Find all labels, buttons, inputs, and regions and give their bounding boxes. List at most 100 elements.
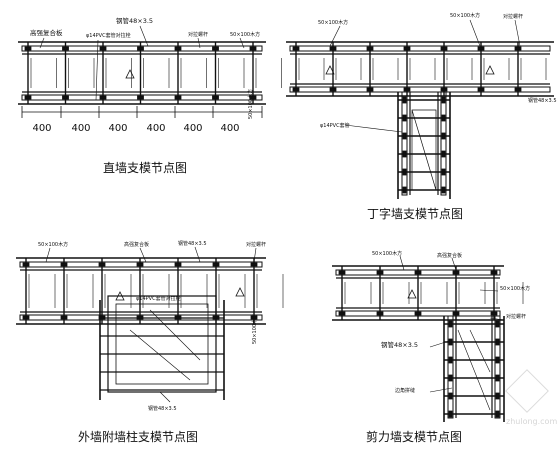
tee-nut <box>440 46 448 51</box>
tee-stem-nut <box>441 168 446 176</box>
shear-leg-nut <box>495 338 500 346</box>
straight-nut <box>24 95 32 100</box>
label-tie-screw: 对拉螺杆 <box>188 31 208 38</box>
outer-label-pipe: 钢管48×3.5 <box>178 240 207 247</box>
tee-stem-nut <box>402 168 407 176</box>
shear-leg-timber-right <box>494 315 501 419</box>
shear-leader <box>479 289 499 292</box>
outer-wall-structure <box>16 246 284 403</box>
straight-nut <box>212 46 219 51</box>
tee-nut <box>477 46 485 51</box>
tee-stem-nut <box>402 150 407 158</box>
shear-wall-structure <box>332 255 524 422</box>
straight-leader <box>39 37 45 49</box>
tee-leader <box>344 124 403 133</box>
tee-triangle-mark <box>485 65 495 75</box>
shear-label-timber: 50×100木方 <box>372 250 402 257</box>
shear-nut <box>452 270 460 275</box>
tee-stem-nut <box>441 96 446 104</box>
tee-label-timber-1: 50×100木方 <box>318 19 348 26</box>
shear-nut <box>414 311 422 316</box>
outer-nut <box>22 262 30 267</box>
shear-nut <box>490 270 498 275</box>
outer-leader <box>194 246 201 263</box>
shear-leg-nut <box>495 410 500 418</box>
straight-timber-bottom <box>21 94 263 101</box>
tee-nut <box>403 46 411 51</box>
tee-stem-nut <box>402 132 407 140</box>
outer-nut <box>60 262 68 267</box>
outer-label-timber-side: 50×100木方 <box>251 314 258 344</box>
tee-wall-structure <box>286 19 554 199</box>
outer-timber-bottom <box>19 314 263 321</box>
outer-nut <box>98 262 106 267</box>
outer-leader <box>159 391 171 403</box>
watermark-text: zhulong.com <box>506 417 557 426</box>
dim-label-3: 400 <box>108 123 127 134</box>
tee-nut <box>329 87 337 92</box>
tee-stem-timber-right <box>440 91 447 196</box>
tee-stem-nut <box>441 186 446 194</box>
straight-leader <box>239 37 245 49</box>
outer-nut <box>250 315 258 320</box>
tee-wall-panel: 50×100木方 50×100木方 对拉螺杆 钢管48×3.5 φ14PVC套管… <box>286 12 557 221</box>
outer-leader <box>45 247 51 263</box>
shear-nut <box>338 311 346 316</box>
tee-nut <box>292 46 300 51</box>
dim-label-2: 400 <box>71 123 90 134</box>
shear-leg-hatch <box>457 329 491 411</box>
outer-timber-top <box>19 261 263 268</box>
straight-nut <box>249 46 257 51</box>
straight-wall-panel: 400 400 400 400 400 400 高强复合板 φ14PVC套管对拉… <box>18 16 282 175</box>
tee-stem-hatch <box>411 109 437 191</box>
label-composite-board: 高强复合板 <box>30 28 63 37</box>
straight-wall-caption: 直墙支模节点图 <box>103 161 187 175</box>
tee-label-tie-screw: 对拉螺杆 <box>503 13 523 20</box>
tee-nut <box>477 87 485 92</box>
tee-stem-nut <box>441 114 446 122</box>
dim-label-1: 400 <box>32 123 51 134</box>
shear-leg-nut <box>448 392 453 400</box>
shear-label-board: 高强复合板 <box>437 252 462 259</box>
shear-leg-nut <box>448 410 453 418</box>
straight-timber-top <box>21 45 263 52</box>
watermark-logo <box>505 369 549 413</box>
tee-stem-nut <box>441 132 446 140</box>
tee-wall-caption: 丁字墙支模节点图 <box>367 206 463 221</box>
tee-stem-nut <box>402 186 407 194</box>
outer-label-pvc: φ14PVC套管对拉栓 <box>136 295 181 302</box>
shear-nut <box>490 311 498 316</box>
shear-leg-nut <box>495 374 500 382</box>
tee-nut <box>292 87 300 92</box>
dim-label-6: 400 <box>220 123 239 134</box>
shear-label-pipe: 钢管48×3.5 <box>381 340 418 349</box>
tee-nut <box>403 87 411 92</box>
shear-wall-panel: 50×100木方 高强复合板 50×100木方 对拉螺杆 钢管48×3.5 边角… <box>332 250 530 444</box>
outer-label-timber: 50×100木方 <box>38 241 68 248</box>
shear-nut <box>376 270 384 275</box>
tee-nut <box>366 46 374 51</box>
shear-leader <box>429 387 453 393</box>
shear-label-corner: 边角拼缝 <box>395 387 415 394</box>
tee-stem-nut <box>402 96 407 104</box>
tee-label-pipe: 钢管48×3.5 <box>528 97 557 104</box>
label-timber-side: 50×100木方 <box>247 89 254 119</box>
tee-timber-top <box>289 45 551 52</box>
straight-leader <box>197 37 201 49</box>
straight-nut <box>137 95 144 100</box>
shear-nut <box>452 311 460 316</box>
straight-triangle-mark <box>125 69 135 79</box>
shear-label-timber-side: 50×100木方 <box>500 285 530 292</box>
shear-nut <box>338 270 346 275</box>
shear-wall-caption: 剪力墙支模节点图 <box>366 429 462 444</box>
tee-nut <box>329 46 337 51</box>
outer-triangle-mark <box>115 291 125 301</box>
tee-timber-bottom <box>289 86 551 93</box>
tee-stem-nut <box>402 114 407 122</box>
shear-leg-timber-left <box>447 315 454 419</box>
shear-leg-nut <box>495 356 500 364</box>
tee-nut <box>514 46 522 51</box>
label-pvc-tie-bolt: φ14PVC套管对拉栓 <box>86 32 131 39</box>
shear-leader <box>489 317 505 321</box>
tee-label-timber-2: 50×100木方 <box>450 12 480 19</box>
